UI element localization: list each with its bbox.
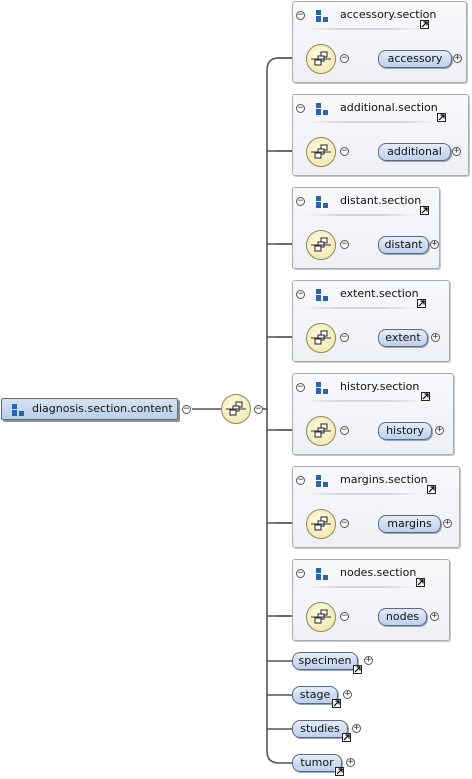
expand-toggle-icon[interactable]: + bbox=[435, 425, 444, 435]
reference-arrow-icon bbox=[420, 20, 429, 29]
group-title: distant.section bbox=[340, 194, 422, 207]
collapse-toggle-icon[interactable]: − bbox=[340, 611, 349, 621]
collapse-toggle-icon[interactable]: − bbox=[340, 332, 349, 342]
collapse-toggle-icon[interactable]: − bbox=[296, 475, 305, 485]
element-accessory[interactable]: accessory bbox=[378, 50, 452, 68]
expand-toggle-icon[interactable]: + bbox=[453, 53, 462, 63]
expand-toggle-icon[interactable]: + bbox=[352, 723, 361, 733]
expand-toggle-icon[interactable]: + bbox=[452, 146, 461, 156]
collapse-toggle-icon[interactable]: − bbox=[296, 382, 305, 392]
element-studies[interactable]: studies bbox=[292, 720, 348, 738]
reference-arrow-icon bbox=[353, 665, 362, 674]
expand-toggle-icon[interactable]: + bbox=[343, 689, 352, 699]
group-separator bbox=[305, 400, 423, 402]
collapse-toggle-icon[interactable]: − bbox=[340, 518, 349, 528]
group-title: nodes.section bbox=[340, 566, 417, 579]
collapse-toggle-icon[interactable]: − bbox=[254, 404, 263, 414]
sequence-compositor-icon[interactable] bbox=[306, 137, 336, 167]
expand-toggle-icon[interactable]: + bbox=[431, 332, 440, 342]
sequence-compositor-icon[interactable] bbox=[306, 230, 336, 260]
sequence-compositor-icon[interactable] bbox=[306, 44, 336, 74]
collapse-toggle-icon[interactable]: − bbox=[340, 239, 349, 249]
expand-toggle-icon[interactable]: + bbox=[430, 611, 439, 621]
group-title: accessory.section bbox=[340, 8, 437, 21]
sequence-compositor-icon[interactable] bbox=[221, 394, 251, 424]
sequence-compositor-icon[interactable] bbox=[306, 416, 336, 446]
complex-type-icon bbox=[316, 10, 328, 22]
reference-arrow-icon bbox=[437, 113, 446, 122]
group-separator bbox=[305, 307, 417, 309]
reference-arrow-icon bbox=[421, 392, 430, 401]
collapse-toggle-icon[interactable]: − bbox=[296, 196, 305, 206]
group-separator bbox=[305, 214, 417, 216]
expand-toggle-icon[interactable]: + bbox=[346, 757, 355, 767]
complex-type-icon bbox=[316, 568, 328, 580]
reference-arrow-icon bbox=[417, 299, 426, 308]
complex-type-icon bbox=[316, 103, 328, 115]
collapse-toggle-icon[interactable]: − bbox=[182, 404, 191, 414]
group-additional-section[interactable]: − additional.section − additional + bbox=[292, 94, 469, 176]
collapse-toggle-icon[interactable]: − bbox=[340, 425, 349, 435]
expand-toggle-icon[interactable]: + bbox=[430, 239, 439, 249]
complex-type-icon bbox=[316, 289, 328, 301]
reference-arrow-icon bbox=[342, 733, 351, 742]
group-history-section[interactable]: − history.section − history + bbox=[292, 373, 454, 455]
sequence-compositor-icon[interactable] bbox=[306, 602, 336, 632]
reference-arrow-icon bbox=[335, 767, 344, 776]
group-title: margins.section bbox=[340, 473, 428, 486]
collapse-toggle-icon[interactable]: − bbox=[296, 289, 305, 299]
element-specimen[interactable]: specimen bbox=[292, 652, 358, 670]
element-history[interactable]: history bbox=[378, 422, 432, 440]
group-nodes-section[interactable]: − nodes.section − nodes + bbox=[292, 559, 450, 641]
element-distant[interactable]: distant bbox=[378, 236, 429, 254]
reference-arrow-icon bbox=[420, 206, 429, 215]
collapse-toggle-icon[interactable]: − bbox=[340, 53, 349, 63]
reference-arrow-icon bbox=[427, 485, 436, 494]
group-margins-section[interactable]: − margins.section − margins + bbox=[292, 466, 460, 548]
root-element-diagnosis-section-content[interactable]: diagnosis.section.content bbox=[1, 398, 178, 420]
element-nodes[interactable]: nodes bbox=[378, 608, 427, 626]
collapse-toggle-icon[interactable]: − bbox=[296, 10, 305, 20]
group-distant-section[interactable]: − distant.section − distant + bbox=[292, 187, 440, 269]
expand-toggle-icon[interactable]: + bbox=[443, 518, 452, 528]
reference-arrow-icon bbox=[332, 699, 341, 708]
group-extent-section[interactable]: − extent.section − extent + bbox=[292, 280, 450, 362]
element-extent[interactable]: extent bbox=[378, 329, 428, 347]
group-separator bbox=[305, 28, 423, 30]
sequence-compositor-icon[interactable] bbox=[306, 509, 336, 539]
root-element-label: diagnosis.section.content bbox=[32, 402, 173, 415]
element-stage[interactable]: stage bbox=[292, 686, 338, 704]
element-margins[interactable]: margins bbox=[378, 515, 441, 533]
group-separator bbox=[305, 121, 440, 123]
collapse-toggle-icon[interactable]: − bbox=[340, 146, 349, 156]
element-tumor[interactable]: tumor bbox=[292, 754, 342, 772]
group-separator bbox=[305, 586, 417, 588]
group-title: history.section bbox=[340, 380, 420, 393]
group-title: extent.section bbox=[340, 287, 419, 300]
collapse-toggle-icon[interactable]: − bbox=[296, 103, 305, 113]
complex-type-icon bbox=[12, 404, 24, 416]
group-separator bbox=[305, 493, 423, 495]
collapse-toggle-icon[interactable]: − bbox=[296, 568, 305, 578]
element-additional[interactable]: additional bbox=[378, 143, 451, 161]
sequence-compositor-icon[interactable] bbox=[306, 323, 336, 353]
group-accessory-section[interactable]: − accessory.section − accessory + bbox=[292, 1, 467, 83]
expand-toggle-icon[interactable]: + bbox=[364, 655, 373, 665]
complex-type-icon bbox=[316, 196, 328, 208]
reference-arrow-icon bbox=[416, 578, 425, 587]
complex-type-icon bbox=[316, 382, 328, 394]
complex-type-icon bbox=[316, 475, 328, 487]
group-title: additional.section bbox=[340, 101, 438, 114]
